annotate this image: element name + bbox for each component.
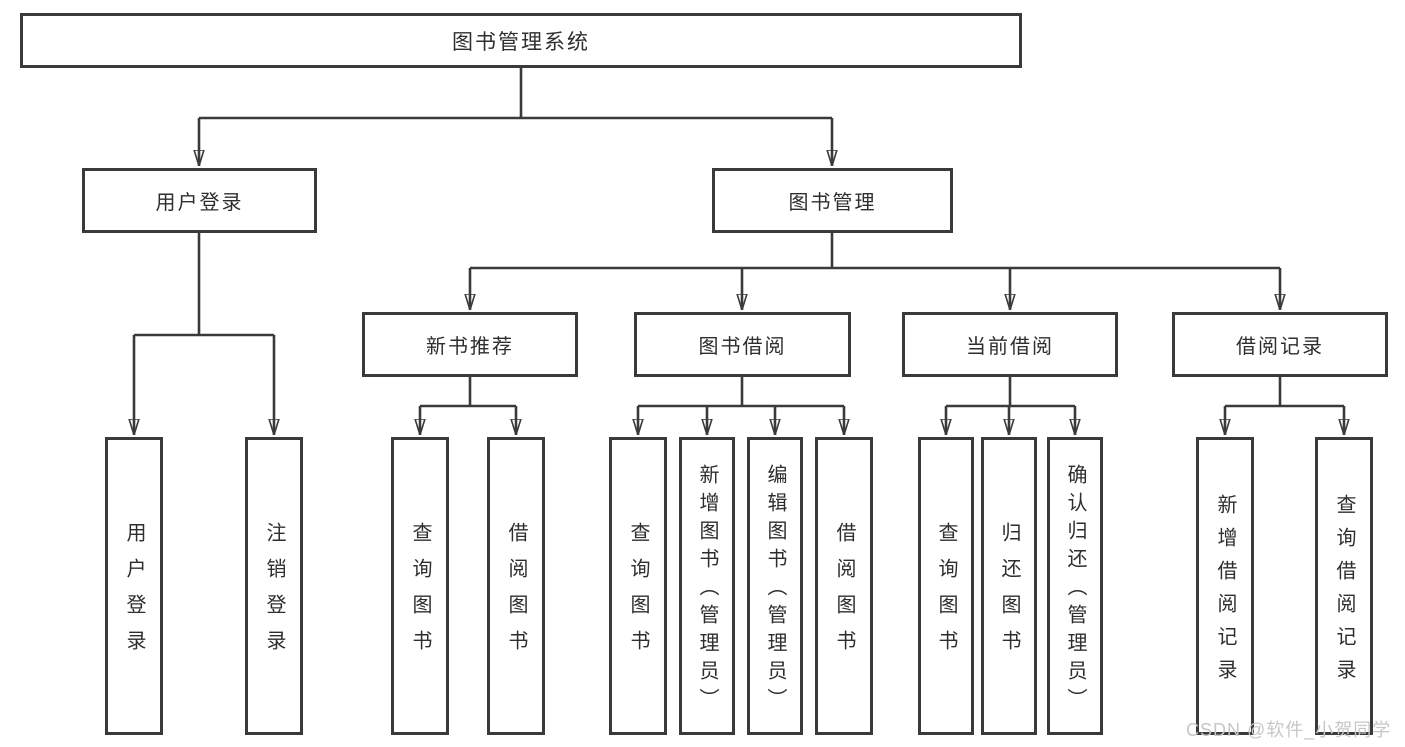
- node-label: 图书管理: [788, 192, 877, 214]
- node-label: 图书借阅: [698, 336, 787, 358]
- leaf-confirm-return-admin: 确认归还（管理员）: [1047, 437, 1103, 735]
- connector-book-mgmt-to-level3: [470, 233, 1280, 310]
- node-label: 借阅图书: [833, 522, 855, 666]
- node-label: 查询图书: [409, 522, 431, 666]
- leaf-borrow-books: 借阅图书: [815, 437, 873, 735]
- node-label: 用户登录: [155, 192, 244, 214]
- node-new-book-recommend: 新书推荐: [362, 312, 578, 377]
- node-label: 借阅记录: [1236, 336, 1324, 358]
- node-label: 用户登录: [123, 522, 145, 666]
- leaf-query-books-borrow: 查询图书: [609, 437, 667, 735]
- node-label: 新书推荐: [426, 336, 514, 358]
- node-label: 图书管理系统: [452, 30, 590, 54]
- connector-book-borrow-leaves: [638, 377, 844, 435]
- node-library-management-system: 图书管理系统: [20, 13, 1022, 68]
- node-label: 编辑图书（管理员）: [764, 464, 786, 716]
- node-label: 注销登录: [263, 522, 285, 666]
- node-label: 借阅图书: [505, 522, 527, 666]
- csdn-watermark: CSDN @软件_小贺同学: [1186, 720, 1392, 740]
- connector-current-borrow-leaves: [946, 377, 1075, 435]
- connector-borrow-records-leaves: [1225, 377, 1344, 435]
- connector-new-book-recommend-leaves: [420, 377, 516, 435]
- node-borrow-records: 借阅记录: [1172, 312, 1388, 377]
- node-label: 归还图书: [998, 522, 1020, 666]
- leaf-edit-books-admin: 编辑图书（管理员）: [747, 437, 803, 735]
- node-book-management-branch: 图书管理: [712, 168, 953, 233]
- node-label: 当前借阅: [966, 336, 1054, 358]
- node-label: 新增图书（管理员）: [696, 464, 718, 716]
- node-label: 确认归还（管理员）: [1064, 464, 1086, 716]
- leaf-add-borrow-record: 新增借阅记录: [1196, 437, 1254, 735]
- leaf-query-borrow-record: 查询借阅记录: [1315, 437, 1373, 735]
- node-label: 新增借阅记录: [1214, 493, 1236, 692]
- leaf-borrow-books-recommend: 借阅图书: [487, 437, 545, 735]
- leaf-add-books-admin: 新增图书（管理员）: [679, 437, 735, 735]
- connector-root-to-level2: [199, 68, 832, 166]
- node-label: 查询图书: [627, 522, 649, 666]
- node-label: 查询借阅记录: [1333, 493, 1355, 692]
- leaf-return-books: 归还图书: [981, 437, 1037, 735]
- node-book-borrow: 图书借阅: [634, 312, 851, 377]
- leaf-logout: 注销登录: [245, 437, 303, 735]
- leaf-user-login: 用户登录: [105, 437, 163, 735]
- node-user-login-branch: 用户登录: [82, 168, 317, 233]
- node-label: 查询图书: [935, 522, 957, 666]
- leaf-query-books-recommend: 查询图书: [391, 437, 449, 735]
- leaf-query-books-current: 查询图书: [918, 437, 974, 735]
- connector-user-login-leaves: [134, 233, 274, 435]
- node-current-borrow: 当前借阅: [902, 312, 1118, 377]
